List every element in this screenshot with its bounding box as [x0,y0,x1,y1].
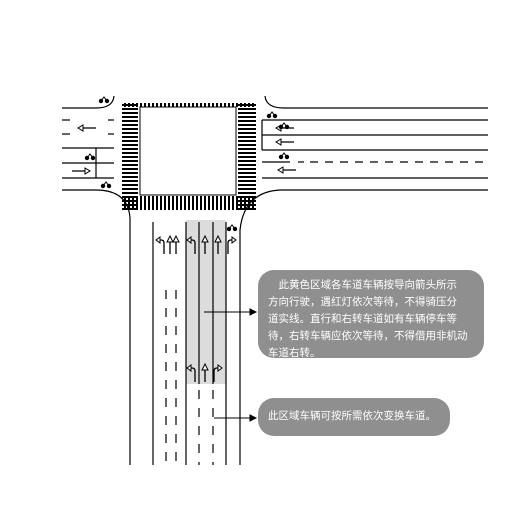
bicycle-icon [84,153,96,161]
bicycle-icon [266,111,278,119]
lane-arrow-icon [227,236,237,255]
bicycle-icon [278,152,290,160]
callout-lane-change: 此区域车辆可按所需依次变换车道。 [258,398,450,436]
intersection-center [139,106,237,196]
east-lane-arrow-icon [277,166,297,174]
west-lane-arrow-icon [71,167,91,175]
east-lane-arrow-icon [275,138,295,146]
west-lane-markings [62,119,114,179]
yellow-zone [186,220,226,384]
bicycle-icon [98,96,110,104]
lane-arrow-icon [172,235,180,255]
east-lane-markings [261,119,488,179]
callout-pointer [204,308,258,422]
bicycle-icon [226,224,238,232]
lane-arrow-icon [166,235,174,255]
lane-arrow-icon [155,236,165,255]
callout-lane-change-text: 此区域车辆可按所需依次变换车道。 [268,410,436,422]
callout-yellow-zone: 此黄色区域各车道车辆按导向箭头所示 方向行驶，遇红灯依次等待，不得骑压分 道实线… [258,270,484,359]
pedestrian-crosswalk [122,103,256,210]
bicycle-icon [100,181,112,189]
west-lane-arrow-icon [77,124,97,132]
east-lane-arrow-icon [275,124,295,132]
south-lane-markings [152,222,227,465]
callout-yellow-zone-text: 此黄色区域各车道车辆按导向箭头所示 方向行驶，遇红灯依次等待，不得骑压分 道实线… [268,279,468,359]
